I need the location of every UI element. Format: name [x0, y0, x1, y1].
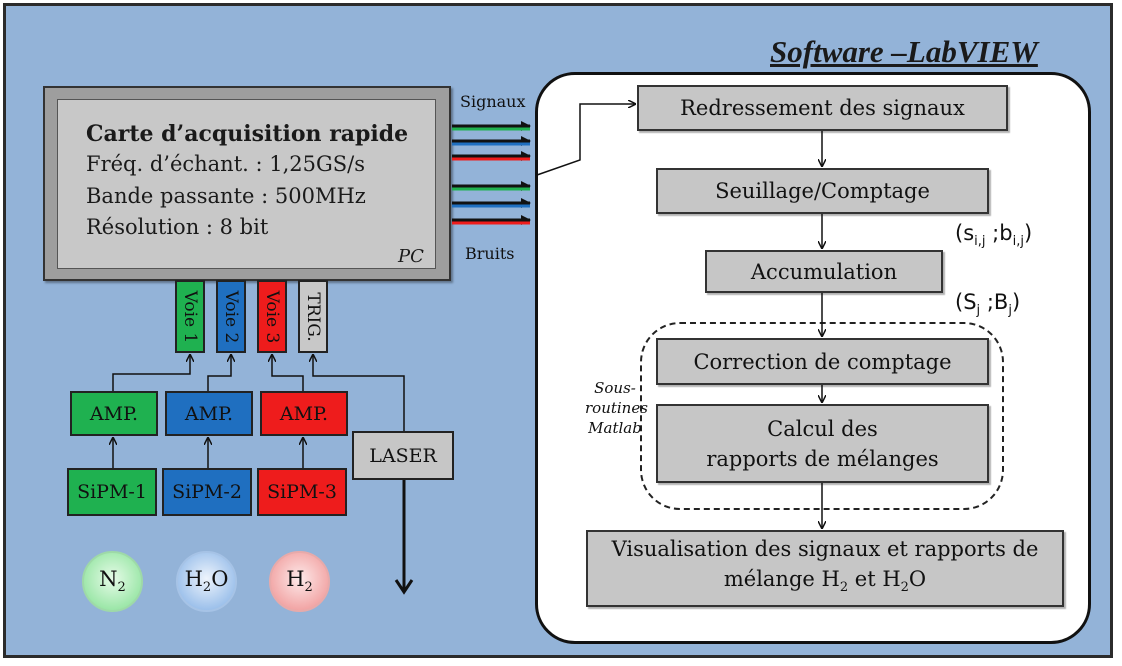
gas-h2o-label: H2O: [184, 567, 229, 596]
gas-n2-circle: N2: [82, 551, 143, 612]
amp-2-box: AMP.: [165, 391, 253, 436]
amp-1-label: AMP.: [89, 402, 139, 425]
laser-label: LASER: [369, 444, 437, 467]
redressement-label: Redressement des signaux: [680, 96, 965, 120]
accumulation-box: Accumulation: [705, 250, 943, 293]
software-title: Software –LabVIEW: [770, 34, 1038, 69]
gas-h2o-circle: H2O: [176, 551, 237, 612]
sb-ij-label: (si,j ;bi,j): [955, 221, 1033, 250]
SB-j-label: (Sj ;Bj): [955, 290, 1021, 319]
correction-box: Correction de comptage: [656, 338, 989, 385]
visualisation-box: Visualisation des signaux et rapports de…: [586, 530, 1064, 607]
sipm-2-box: SiPM-2: [162, 468, 252, 516]
correction-label: Correction de comptage: [693, 349, 952, 374]
gas-h2-label: H2: [286, 567, 313, 596]
visualisation-line-1: Visualisation des signaux et rapports de: [611, 536, 1039, 561]
pc-heading: Carte d’acquisition rapide: [86, 121, 409, 147]
pc-sampling-rate: Fréq. d’échant. : 1,25GS/s: [86, 152, 366, 176]
sipm-1-label: SiPM-1: [77, 481, 147, 503]
sipm-2-label: SiPM-2: [172, 481, 242, 503]
calcul-box: Calcul des rapports de mélanges: [656, 404, 989, 483]
amp-2-label: AMP.: [184, 402, 234, 425]
sous-routines-label: Sous- routines Matlab: [585, 379, 648, 437]
pc-corner-label: PC: [398, 246, 424, 267]
amp-3-label: AMP.: [279, 402, 329, 425]
sipm-3-label: SiPM-3: [267, 481, 337, 503]
redressement-box: Redressement des signaux: [637, 85, 1008, 131]
gas-h2-circle: H2: [269, 551, 330, 612]
sipm-3-box: SiPM-3: [257, 468, 347, 516]
bruits-label: Bruits: [465, 244, 515, 263]
pc-card-inner: [57, 99, 436, 269]
amp-1-box: AMP.: [70, 391, 158, 436]
sipm-1-box: SiPM-1: [67, 468, 157, 516]
pc-bandwidth: Bande passante : 500MHz: [86, 184, 366, 208]
calcul-line-1: Calcul des: [767, 416, 878, 441]
amp-3-box: AMP.: [260, 391, 348, 436]
signal-arrows: [452, 121, 531, 161]
trig-channel: TRIG.: [298, 280, 328, 353]
laser-box: LASER: [352, 431, 454, 480]
signaux-label: Signaux: [460, 92, 526, 111]
calcul-line-2: rapports de mélanges: [706, 446, 939, 471]
gas-n2-label: N2: [99, 567, 126, 596]
seuillage-box: Seuillage/Comptage: [656, 168, 989, 214]
pc-resolution: Résolution : 8 bit: [86, 215, 269, 239]
noise-arrows: [452, 181, 531, 225]
accumulation-label: Accumulation: [750, 259, 898, 284]
voie-1-channel: Voie 1: [175, 280, 205, 353]
voie-3-channel: Voie 3: [257, 280, 287, 353]
visualisation-line-2: mélange H2 et H2O: [723, 566, 927, 596]
voie-2-channel: Voie 2: [216, 280, 246, 353]
seuillage-label: Seuillage/Comptage: [715, 179, 930, 203]
